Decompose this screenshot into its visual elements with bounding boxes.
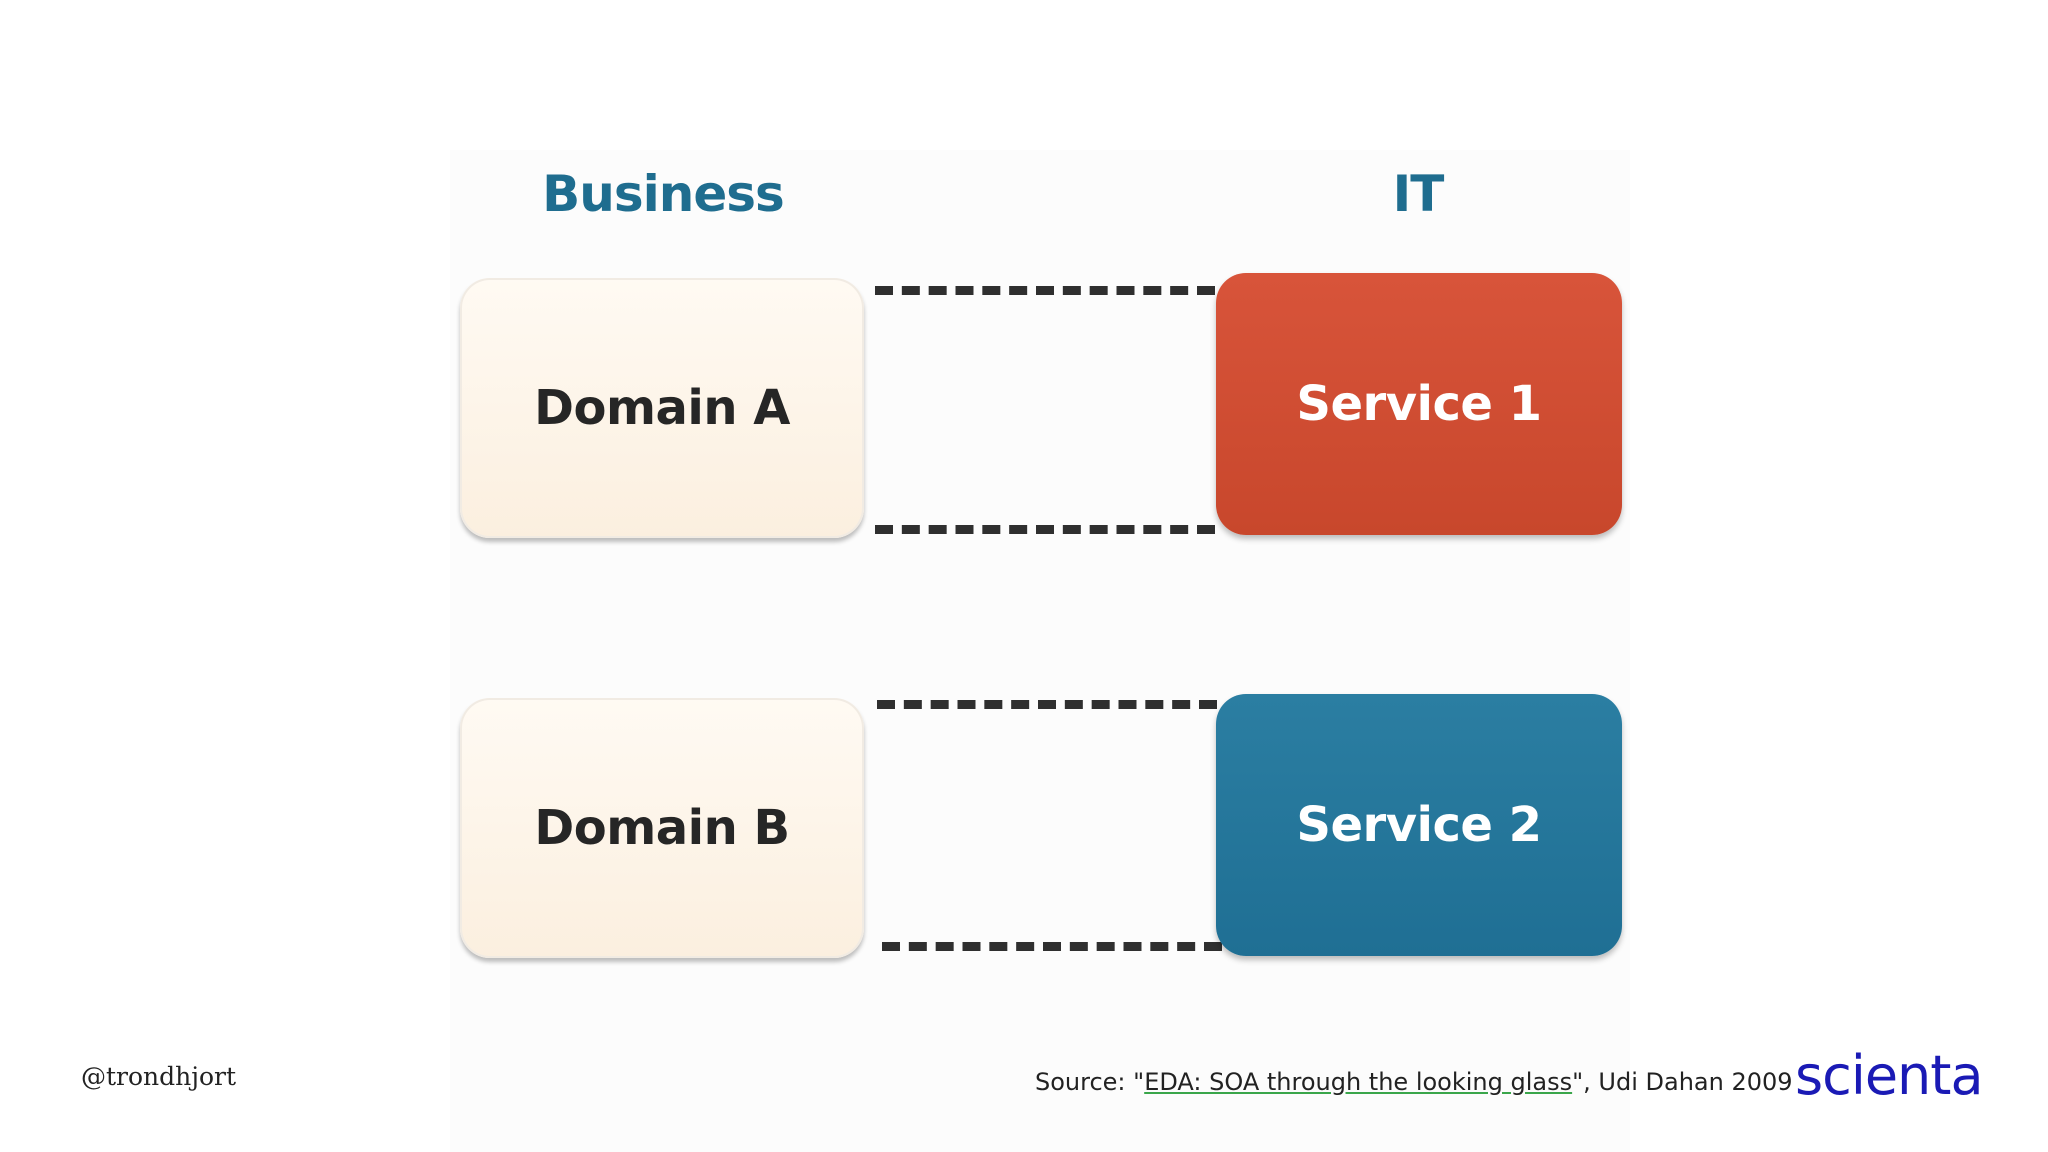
domain-b-box: Domain B [460,698,864,958]
service-2-box: Service 2 [1216,694,1622,956]
business-heading: Business [542,165,785,223]
it-heading: IT [1392,165,1445,223]
source-citation: Source: "EDA: SOA through the looking gl… [1035,1068,1793,1096]
source-prefix: Source: " [1035,1068,1145,1096]
connector-bottom-1 [875,525,1215,534]
source-suffix: ", Udi Dahan 2009 [1572,1068,1793,1096]
connector-top-2 [877,700,1217,709]
connector-bottom-2 [882,942,1222,951]
service-1-label: Service 1 [1296,376,1542,432]
domain-a-box: Domain A [460,278,864,538]
source-link[interactable]: EDA: SOA through the looking glass [1144,1068,1573,1096]
scienta-logo: scienta [1795,1044,1984,1107]
service-1-box: Service 1 [1216,273,1622,535]
connector-top-1 [875,286,1215,295]
domain-b-label: Domain B [534,800,790,856]
twitter-handle: @trondhjort [81,1062,237,1091]
domain-a-label: Domain A [534,380,790,436]
service-2-label: Service 2 [1296,797,1542,853]
